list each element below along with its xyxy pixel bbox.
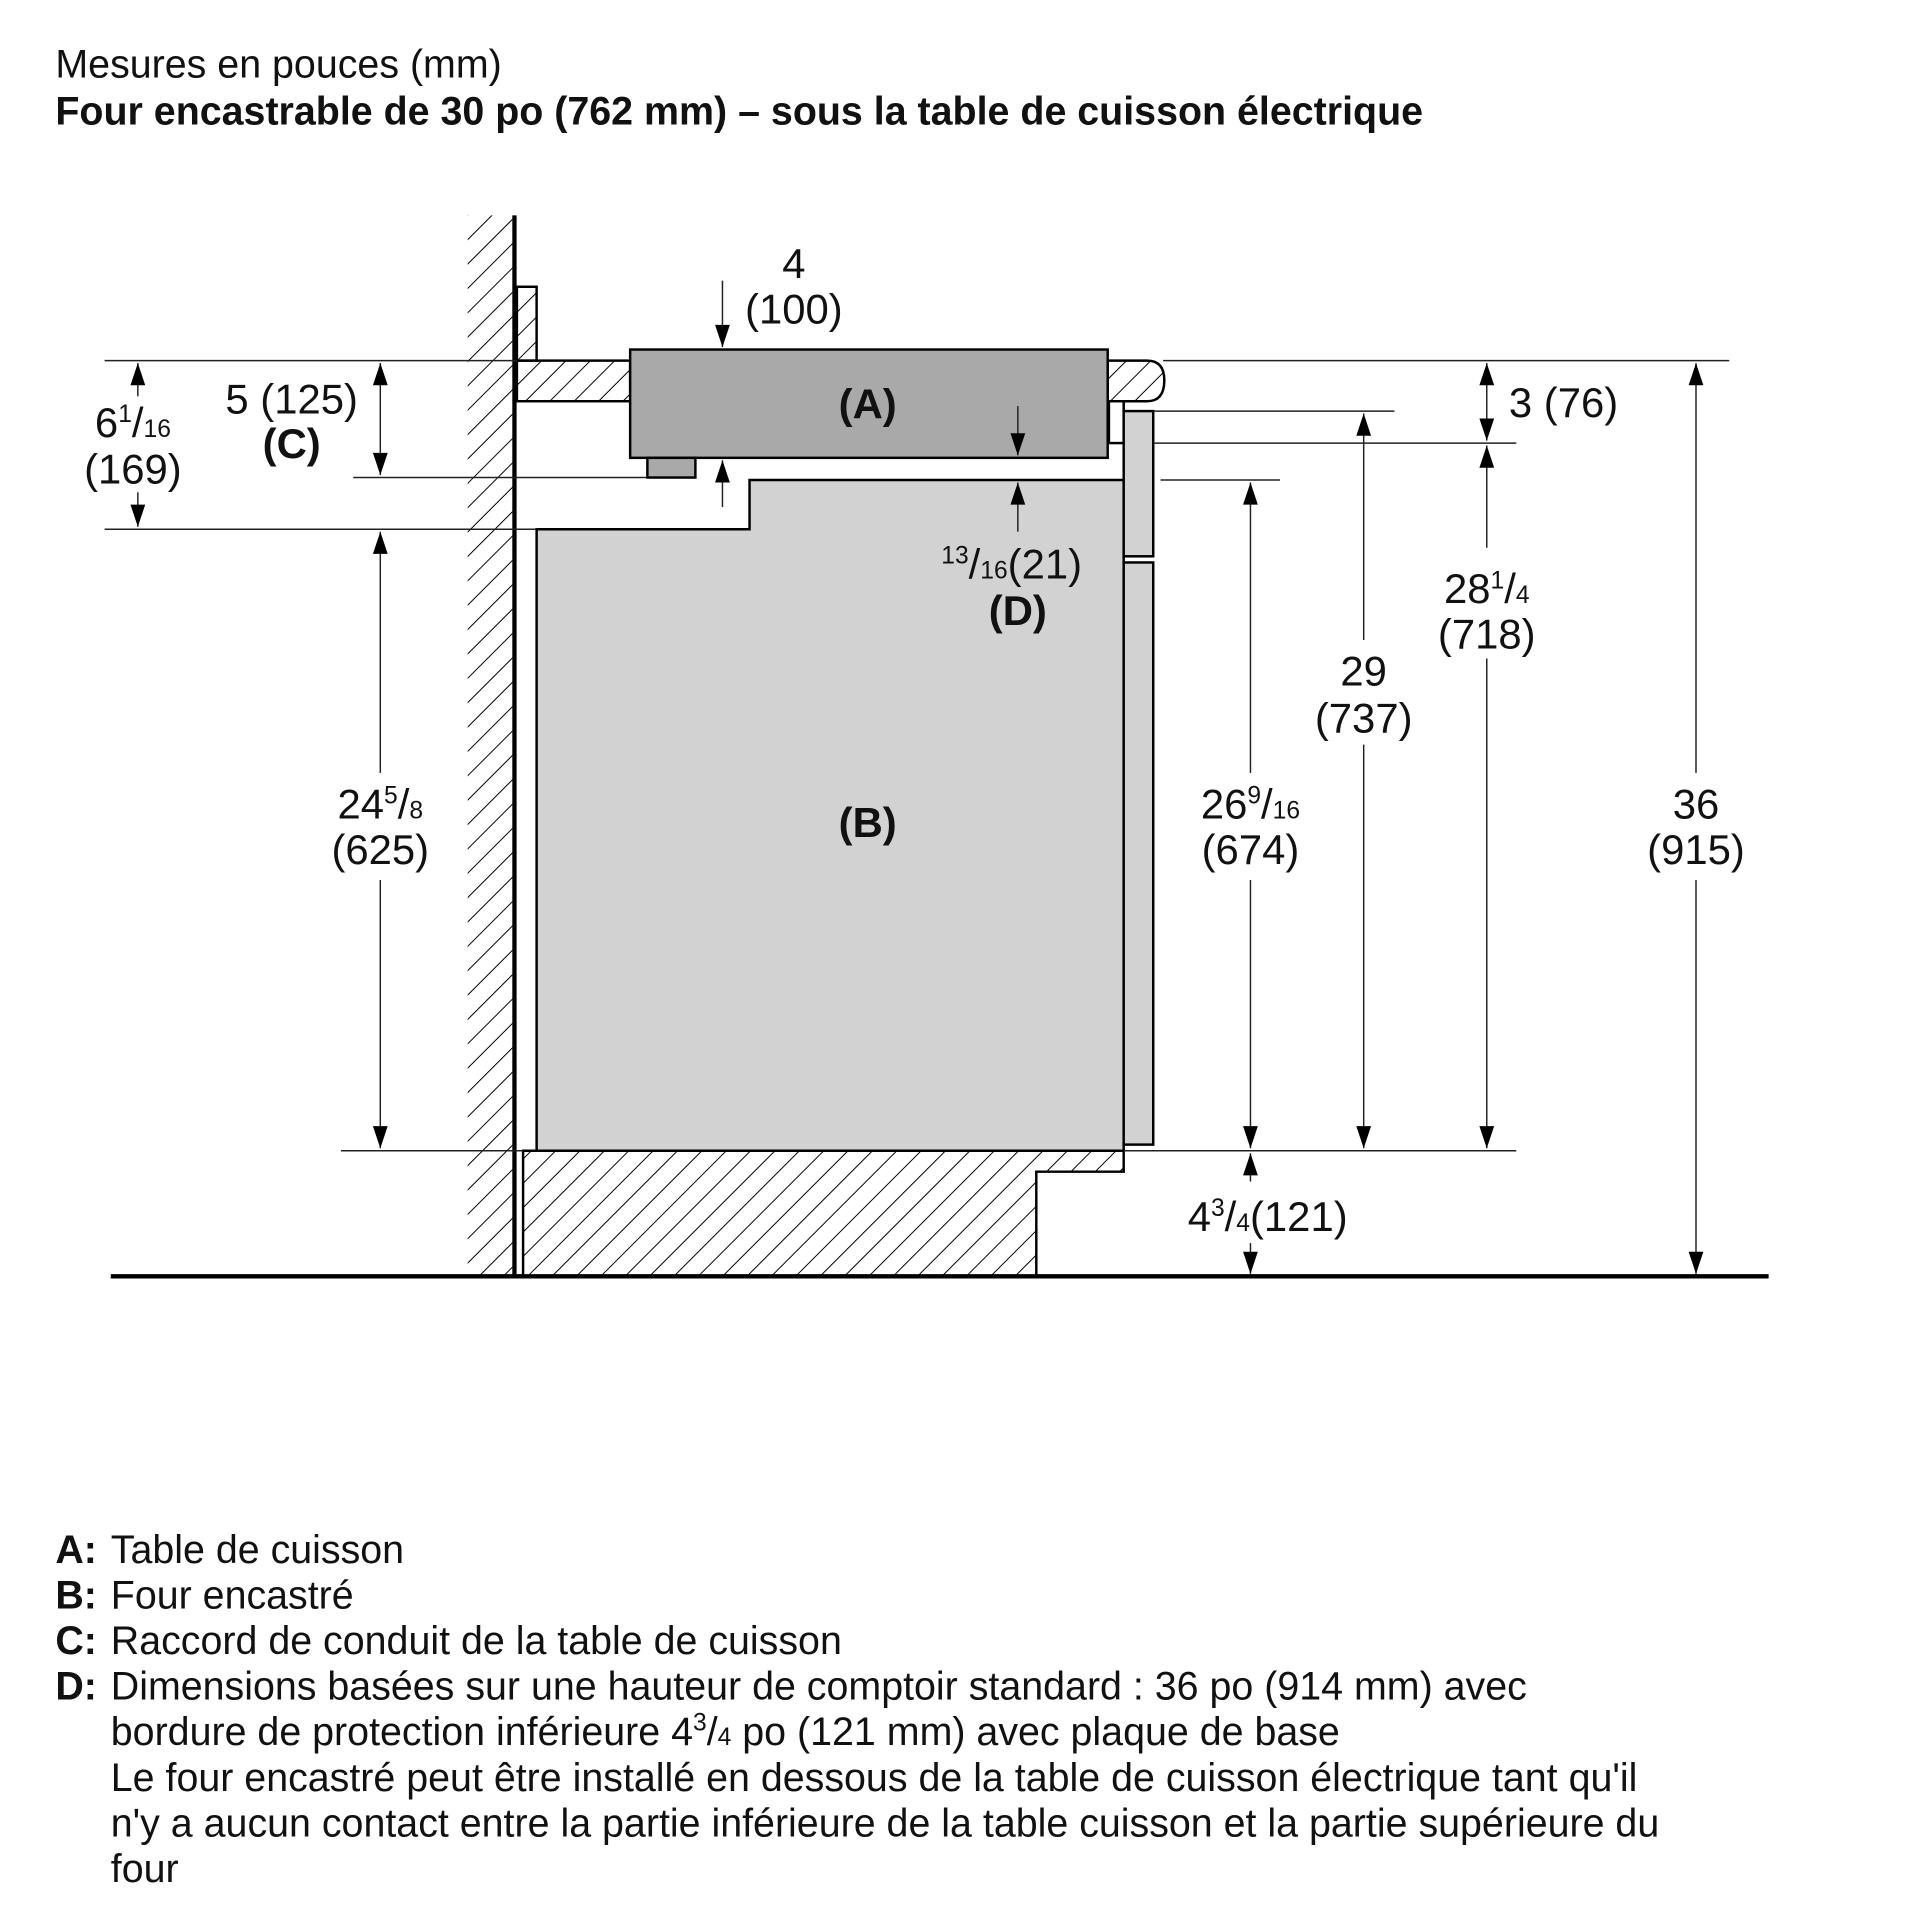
- arrowhead-icon: [1243, 1251, 1258, 1274]
- page-title: Four encastrable de 30 po (762 mm) – sou…: [55, 89, 1423, 133]
- arrowhead-icon: [372, 363, 388, 386]
- cooktop-trim: [1107, 400, 1125, 445]
- arrowhead-icon: [1479, 363, 1495, 386]
- dim-26-mm: (674): [1202, 826, 1300, 873]
- dimension-arrows: [130, 280, 1704, 1274]
- base-plinth: [521, 1149, 1125, 1278]
- legend-text-d-line5: four: [111, 1847, 179, 1891]
- dim-24-5-8: 245/8: [338, 780, 424, 827]
- arrowhead-icon: [1688, 1251, 1704, 1274]
- label-a: (A): [839, 380, 897, 427]
- legend-text-c: Raccord de conduit de la table de cuisso…: [111, 1619, 842, 1663]
- legend-text-d-line4: n'y a aucun contact entre la partie infé…: [111, 1801, 1659, 1845]
- arrowhead-icon: [715, 460, 730, 483]
- label-b: (B): [839, 799, 897, 846]
- arrowhead-icon: [1010, 482, 1026, 505]
- legend: A: Table de cuisson B: Four encastré C: …: [55, 1528, 1659, 1891]
- dim-24-mm: (625): [331, 826, 429, 873]
- arrowhead-icon: [1243, 482, 1258, 505]
- arrowhead-icon: [1356, 1126, 1372, 1149]
- dim-13-16: 13/16(21): [941, 540, 1082, 587]
- dim-28-1-4: 281/4: [1444, 565, 1530, 612]
- dim-36-mm: (915): [1647, 826, 1745, 873]
- dim-4-3-4: 43/4(121): [1188, 1193, 1348, 1240]
- arrowhead-icon: [1479, 418, 1495, 441]
- legend-key-b: B:: [55, 1574, 97, 1618]
- extension-lines: [104, 359, 1730, 1152]
- dim-3: 3 (76): [1509, 379, 1618, 426]
- arrowhead-icon: [1479, 445, 1495, 468]
- arrowhead-icon: [1688, 363, 1704, 386]
- backsplash: [515, 285, 538, 362]
- arrowhead-icon: [372, 452, 388, 476]
- arrowhead-icon: [130, 363, 146, 386]
- arrowhead-icon: [715, 324, 730, 348]
- legend-key-a: A:: [55, 1528, 97, 1572]
- legend-text-b: Four encastré: [111, 1574, 354, 1618]
- wall-hatch: [467, 215, 515, 1277]
- dim-6-mm: (169): [84, 446, 182, 493]
- dim-4-in: 4: [782, 240, 805, 287]
- arrowhead-icon: [130, 504, 146, 527]
- arrowhead-icon: [1010, 433, 1026, 456]
- arrowhead-icon: [372, 531, 388, 554]
- drawer-panel-top: [1122, 409, 1155, 558]
- legend-text-a: Table de cuisson: [111, 1528, 404, 1572]
- label-d: (D): [989, 587, 1047, 634]
- arrowhead-icon: [372, 1126, 388, 1149]
- dim-26-9-16: 269/16: [1201, 780, 1300, 827]
- dim-29-in: 29: [1340, 648, 1387, 695]
- dim-29-mm: (737): [1315, 694, 1413, 741]
- arrowhead-icon: [1356, 413, 1372, 436]
- dim-5: 5 (125): [225, 376, 358, 423]
- subtitle: Mesures en pouces (mm): [55, 43, 501, 87]
- label-c: (C): [263, 420, 321, 467]
- legend-text-d: Dimensions basées sur une hauteur de com…: [111, 1665, 1527, 1709]
- countertop-right: [1106, 359, 1166, 403]
- legend-text-d-line2: bordure de protection inférieure 43/4 po…: [111, 1709, 1340, 1754]
- arrowhead-icon: [1243, 1153, 1258, 1176]
- dim-4-mm: (100): [745, 286, 843, 333]
- dim-6-1-16: 61/16: [95, 399, 171, 446]
- cooktop: [628, 348, 1109, 460]
- dim-28-mm: (718): [1438, 611, 1536, 658]
- arrowhead-icon: [1479, 1126, 1495, 1149]
- legend-key-c: C:: [55, 1619, 97, 1663]
- legend-text-d-line3: Le four encastré peut être installé en d…: [111, 1756, 1638, 1800]
- arrowhead-icon: [1243, 1126, 1258, 1149]
- door-panel: [1122, 561, 1155, 1146]
- legend-key-d: D:: [55, 1665, 97, 1709]
- duct-connector: [646, 456, 697, 479]
- countertop-left: [515, 359, 632, 403]
- dim-36-in: 36: [1673, 780, 1720, 827]
